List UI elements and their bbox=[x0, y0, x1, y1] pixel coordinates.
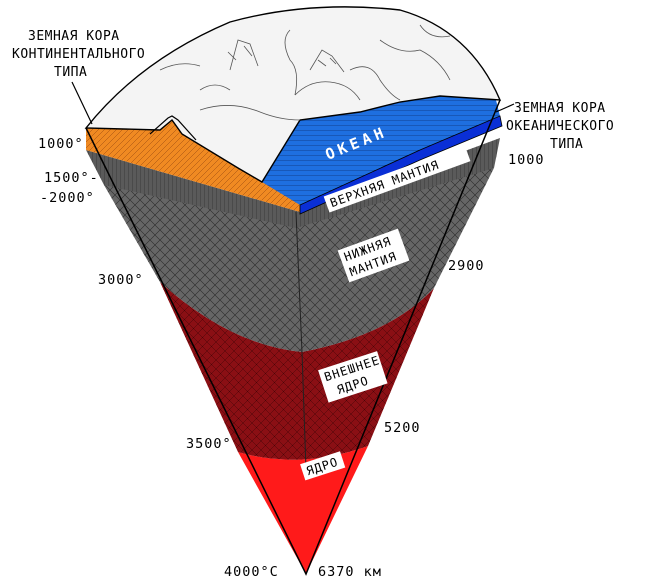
temp-3000: 3000° bbox=[98, 272, 144, 288]
temp-1000: 1000° bbox=[38, 136, 84, 152]
surface-relief bbox=[159, 24, 451, 121]
oceanic-line-1: ЗЕМНАЯ КОРА bbox=[514, 101, 606, 116]
temp-1500: 1500°- bbox=[44, 170, 99, 186]
temp-3500: 3500° bbox=[186, 436, 232, 452]
continental-line-1: ЗЕМНАЯ КОРА bbox=[28, 29, 120, 44]
earth-surface bbox=[84, 6, 502, 183]
depth-6370: 6370 км bbox=[318, 564, 382, 580]
oceanic-line-2: ОКЕАНИЧЕСКОГО bbox=[506, 119, 614, 134]
cone-outline bbox=[85, 99, 501, 576]
continental-line-3: ТИПА bbox=[54, 65, 87, 80]
temp-2000: -2000° bbox=[40, 190, 95, 206]
label-outer-core-box: ВНЕШНЕЕ ЯДРО bbox=[318, 351, 388, 403]
oceanic-line-3: ТИПА bbox=[550, 137, 583, 152]
continental-line-2: КОНТИНЕНТАЛЬНОГО bbox=[12, 47, 145, 62]
callout-continental-crust: ЗЕМНАЯ КОРА КОНТИНЕНТАЛЬНОГО ТИПА bbox=[12, 29, 145, 125]
volcano bbox=[149, 115, 197, 141]
depth-2900: 2900 bbox=[448, 258, 485, 274]
depth-5200: 5200 bbox=[384, 420, 421, 436]
temp-4000: 4000°С bbox=[224, 564, 279, 580]
depth-1000: 1000 bbox=[508, 152, 545, 168]
inner-core bbox=[238, 446, 368, 574]
callout-oceanic-crust: ЗЕМНАЯ КОРА ОКЕАНИЧЕСКОГО ТИПА bbox=[495, 101, 614, 152]
